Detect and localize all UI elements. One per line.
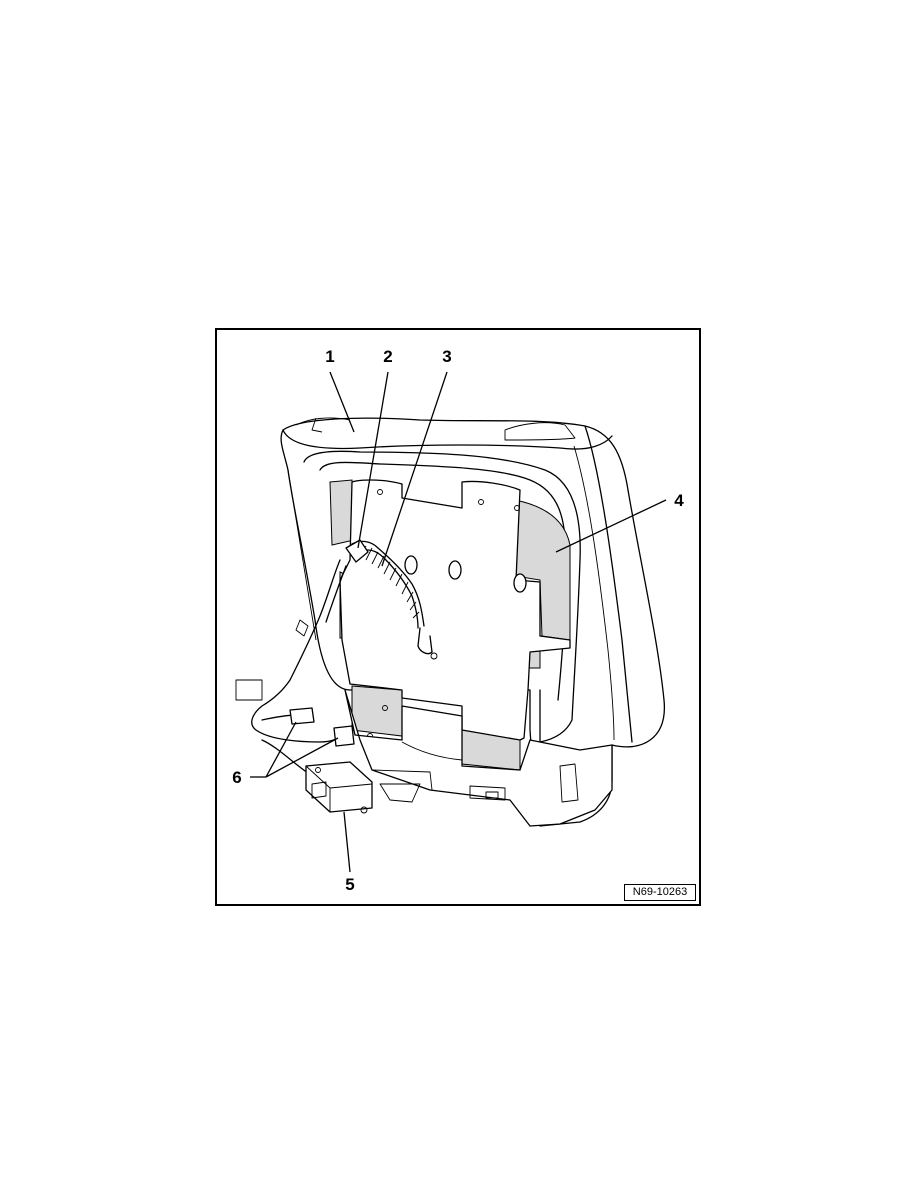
backrest-base <box>344 689 613 827</box>
leader-1 <box>329 371 355 433</box>
backrest-plate <box>339 479 571 741</box>
wiring-harness <box>235 539 438 779</box>
callout-4: 4 <box>674 491 684 510</box>
leader-5 <box>343 811 351 873</box>
callout-3: 3 <box>442 347 451 366</box>
leader-6a <box>265 721 297 778</box>
figure-reference-code: N69-10263 <box>624 884 696 901</box>
callout-6: 6 <box>232 768 241 787</box>
callout-2: 2 <box>383 347 392 366</box>
leader-2 <box>357 371 389 549</box>
leader-6b <box>265 737 339 778</box>
leader-4 <box>555 499 667 553</box>
control-unit <box>305 761 373 814</box>
callout-labels: 1 2 3 4 5 6 <box>232 347 684 894</box>
callout-5: 5 <box>345 875 354 894</box>
callout-1: 1 <box>325 347 334 366</box>
leader-lines <box>250 371 667 873</box>
leader-3 <box>381 371 448 567</box>
